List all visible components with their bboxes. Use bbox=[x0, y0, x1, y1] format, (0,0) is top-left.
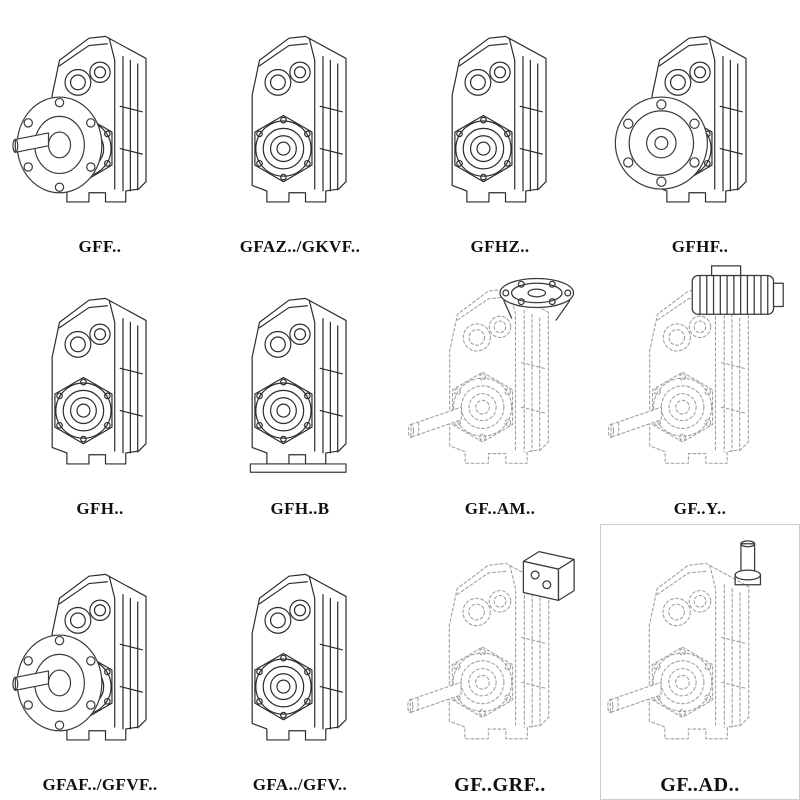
gearbox-hollow-shaft-drawing bbox=[451, 35, 547, 203]
gearbox-face-mounted-drawing bbox=[251, 573, 347, 741]
gearbox-flange-with-shaft-drawing bbox=[12, 573, 147, 741]
catalog-cell: GFH..B bbox=[200, 262, 400, 524]
gearbox-iec-flange-adapter-drawing bbox=[407, 277, 575, 464]
catalog-cell: GFAZ../GKVF.. bbox=[200, 0, 400, 262]
catalog-cell: GFHZ.. bbox=[400, 0, 600, 262]
gearbox-hollow-shaft-foot-drawing bbox=[51, 297, 147, 465]
catalog-cell: GFAF../GFVF.. bbox=[0, 524, 200, 800]
gearbox-with-motor-drawing bbox=[607, 265, 784, 464]
model-label: GFH.. bbox=[76, 499, 124, 518]
catalog-cell: GF..AD.. bbox=[600, 524, 800, 800]
gearbox-coupling-adapter-drawing bbox=[407, 550, 575, 740]
catalog-cell: GFF.. bbox=[0, 0, 200, 262]
model-label: GFHZ.. bbox=[470, 237, 530, 256]
catalog-cell: GFH.. bbox=[0, 262, 200, 524]
model-label: GFAF../GFVF.. bbox=[42, 775, 158, 794]
model-label: GF..AM.. bbox=[464, 499, 536, 519]
model-label: GF..GRF.. bbox=[454, 773, 546, 796]
gearbox-output-flange-drawing bbox=[12, 35, 147, 203]
catalog-cell: GF..GRF.. bbox=[400, 524, 600, 800]
model-label: GFA../GFV.. bbox=[252, 775, 348, 794]
model-label: GF..AD.. bbox=[660, 773, 740, 796]
gearbox-input-shaft-adapter-drawing bbox=[607, 540, 762, 740]
catalog-cell: GFHF.. bbox=[600, 0, 800, 262]
model-label: GFHF.. bbox=[671, 237, 729, 256]
catalog-cell: GFA../GFV.. bbox=[200, 524, 400, 800]
model-label: GFAZ../GKVF.. bbox=[239, 237, 361, 256]
model-label: GFF.. bbox=[78, 237, 122, 256]
gearbox-hollow-shaft-base-drawing bbox=[249, 297, 347, 473]
catalog-cell: GF..Y.. bbox=[600, 262, 800, 524]
model-label: GFH..B bbox=[270, 499, 330, 518]
gearbox-front-flange-drawing bbox=[614, 35, 747, 203]
model-label: GF..Y.. bbox=[673, 499, 727, 519]
catalog-cell: GF..AM.. bbox=[400, 262, 600, 524]
gearbox-shaft-mounted-drawing bbox=[251, 35, 347, 203]
